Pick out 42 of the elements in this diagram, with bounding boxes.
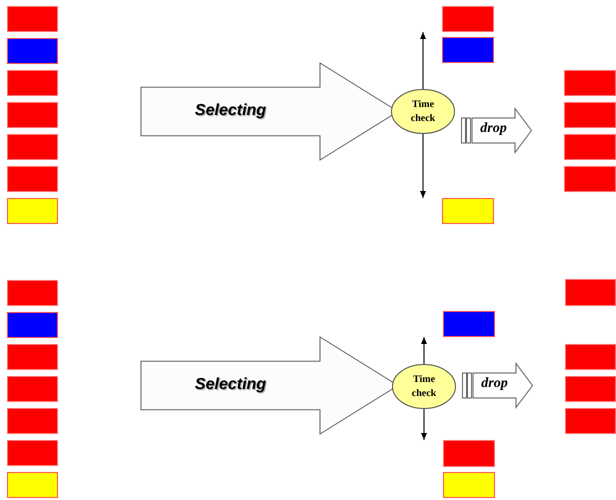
- bar-block: [7, 166, 58, 192]
- bar-block: [442, 6, 494, 32]
- bar-block: [564, 166, 616, 192]
- bar-block: [565, 344, 616, 370]
- bar-block: [565, 408, 616, 434]
- block-arrow: [461, 108, 532, 153]
- bar-block: [7, 408, 58, 434]
- bar-block: [7, 134, 58, 160]
- bar-block: [7, 198, 58, 224]
- ellipse-label: Time check: [410, 372, 438, 400]
- arrow-label: Selecting: [194, 376, 268, 394]
- arrow-label: drop: [479, 121, 508, 137]
- bar-block: [565, 279, 616, 306]
- bar-block: [7, 440, 58, 466]
- bar-block: [564, 70, 616, 96]
- bar-block: [442, 198, 494, 224]
- bar-block: [564, 102, 616, 128]
- bar-block: [7, 102, 58, 128]
- process-ellipse: [391, 89, 455, 134]
- arrow: [421, 336, 427, 364]
- bar-block: [7, 472, 58, 498]
- arrow-label: drop: [480, 376, 509, 392]
- bar-block: [7, 70, 58, 96]
- bar-block: [442, 37, 494, 63]
- bar-block: [7, 376, 58, 402]
- ellipse-label: Time check: [410, 98, 436, 126]
- bar-block: [443, 472, 495, 498]
- bar-block: [565, 376, 616, 402]
- arrow: [420, 134, 426, 198]
- bar-block: [7, 344, 58, 370]
- bar-block: [7, 280, 58, 306]
- bar-block: [7, 312, 58, 338]
- arrow: [421, 408, 427, 440]
- bar-block: [564, 134, 616, 160]
- block-arrow: [462, 363, 533, 408]
- arrow-label: Selecting: [194, 102, 268, 120]
- bar-block: [7, 6, 58, 32]
- arrow: [420, 32, 426, 90]
- bar-block: [7, 38, 58, 64]
- bar-block: [443, 311, 495, 337]
- process-ellipse: [392, 364, 456, 409]
- bar-block: [443, 440, 495, 467]
